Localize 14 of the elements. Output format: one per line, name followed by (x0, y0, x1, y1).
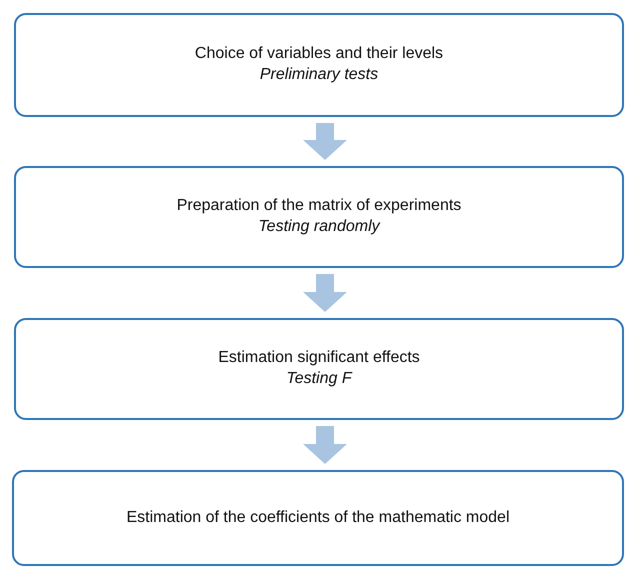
step-subtitle: Testing randomly (258, 217, 380, 237)
step-title: Estimation of the coefficients of the mathematic model (126, 508, 510, 528)
process-box (14, 166, 624, 268)
block-arrow (303, 274, 347, 312)
step-subtitle: Preliminary tests (260, 65, 378, 85)
process-box (12, 470, 624, 566)
block-arrow (303, 123, 347, 160)
step-subtitle: Testing F (286, 369, 352, 389)
step-title: Choice of variables and their levels (194, 44, 444, 64)
step-title: Estimation significant effects (218, 348, 420, 368)
process-box (14, 318, 624, 420)
step-title: Preparation of the matrix of experiments (176, 196, 462, 216)
process-box (14, 13, 624, 117)
block-arrow (303, 426, 347, 464)
